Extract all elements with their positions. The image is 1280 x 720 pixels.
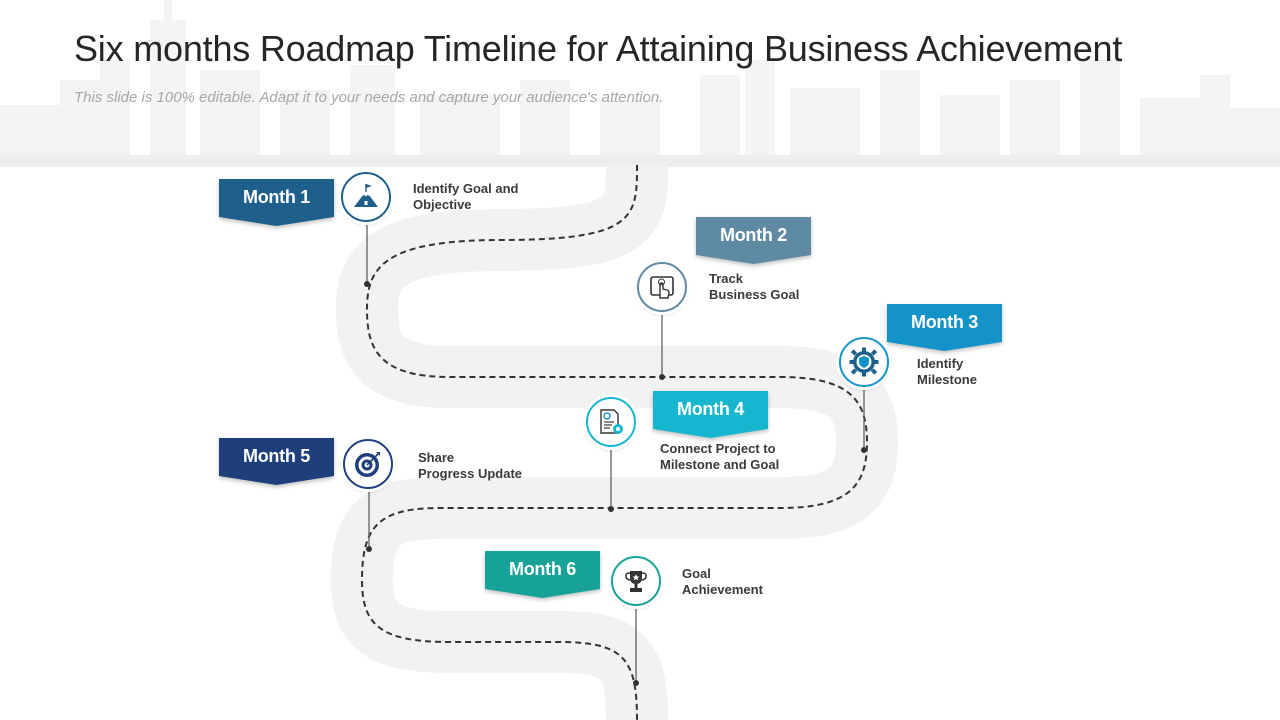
month-3-label: Month 3: [911, 312, 978, 332]
route-marker: [633, 680, 639, 686]
gear-shield-icon: [839, 337, 889, 387]
month-5-flag: Month 5: [219, 438, 334, 486]
route-marker: [608, 506, 614, 512]
dashed-route-line: [360, 165, 869, 720]
month-1-flag: Month 1: [219, 179, 334, 227]
route-marker: [364, 281, 370, 287]
milestone-1-text: Identify Goal and Objective: [413, 181, 519, 212]
month-1-label: Month 1: [243, 187, 310, 207]
milestone-2-text: Track Business Goal: [709, 271, 800, 302]
month-6-label: Month 6: [509, 559, 576, 579]
trophy-icon: [611, 556, 661, 606]
page-title: Six months Roadmap Timeline for Attainin…: [74, 28, 1123, 69]
target-icon: [343, 439, 393, 489]
touch-screen-icon: [637, 262, 687, 312]
month-4-label: Month 4: [677, 399, 744, 419]
skyline-background: [0, 0, 1280, 167]
document-gear-icon: [586, 397, 636, 447]
milestone-6-text: Goal Achievement: [682, 566, 763, 597]
milestone-3-text: Identify Milestone: [917, 356, 977, 387]
milestone-4-text: Connect Project to Milestone and Goal: [660, 441, 780, 472]
month-5-label: Month 5: [243, 446, 310, 466]
route-marker: [861, 447, 867, 453]
route-marker: [366, 546, 372, 552]
page-subtitle: This slide is 100% editable. Adapt it to…: [74, 89, 664, 106]
milestone-5-text: Share Progress Update: [418, 450, 523, 481]
mountain-flag-icon: [341, 172, 391, 222]
month-2-flag: Month 2: [696, 217, 811, 265]
month-2-label: Month 2: [720, 225, 787, 245]
month-6-flag: Month 6: [485, 551, 600, 599]
month-3-flag: Month 3: [887, 304, 1002, 352]
month-4-flag: Month 4: [653, 391, 768, 439]
route-marker: [659, 374, 665, 380]
